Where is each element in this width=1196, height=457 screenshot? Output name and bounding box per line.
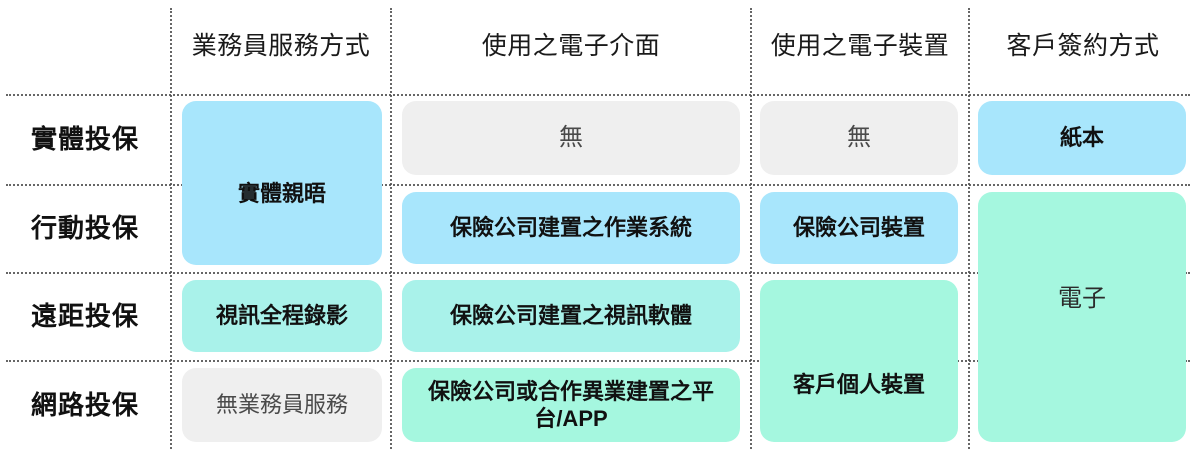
cell-sign-paper: 紙本 xyxy=(978,101,1186,175)
header-row-divider xyxy=(6,94,1190,96)
cell-interface-physical: 無 xyxy=(402,101,740,175)
cell-interface-mobile: 保險公司建置之作業系統 xyxy=(402,192,740,264)
column-header-signing-method: 客戶簽約方式 xyxy=(1006,32,1160,61)
cell-interface-online: 保險公司或合作異業建置之平台/APP xyxy=(402,368,740,442)
column-divider-3 xyxy=(750,8,752,449)
column-divider-2 xyxy=(390,8,392,449)
row-divider-2 xyxy=(6,272,1190,274)
column-header-electronic-interface: 使用之電子介面 xyxy=(481,32,661,61)
header-corner xyxy=(0,0,170,94)
row-header-online: 網路投保 xyxy=(30,389,139,420)
row-header-mobile: 行動投保 xyxy=(30,212,139,243)
cell-agent-service-remote: 視訊全程錄影 xyxy=(182,280,382,352)
cell-device-customer: 客戶個人裝置 xyxy=(760,280,958,442)
cell-device-physical: 無 xyxy=(760,101,958,175)
column-divider-1 xyxy=(170,8,172,449)
cell-interface-remote: 保險公司建置之視訊軟體 xyxy=(402,280,740,352)
row-divider-3 xyxy=(6,360,1190,362)
cell-agent-service-online: 無業務員服務 xyxy=(182,368,382,442)
column-header-electronic-device: 使用之電子裝置 xyxy=(770,32,950,61)
cell-agent-service-physical-mobile: 實體親晤 xyxy=(182,101,382,265)
cell-sign-electronic: 電子 xyxy=(978,192,1186,442)
row-divider-1 xyxy=(6,184,1190,186)
row-header-remote: 遠距投保 xyxy=(30,300,139,331)
column-header-agent-service: 業務員服務方式 xyxy=(191,32,371,61)
cell-device-mobile: 保險公司裝置 xyxy=(760,192,958,264)
row-header-physical: 實體投保 xyxy=(30,123,139,154)
column-divider-4 xyxy=(968,8,970,449)
